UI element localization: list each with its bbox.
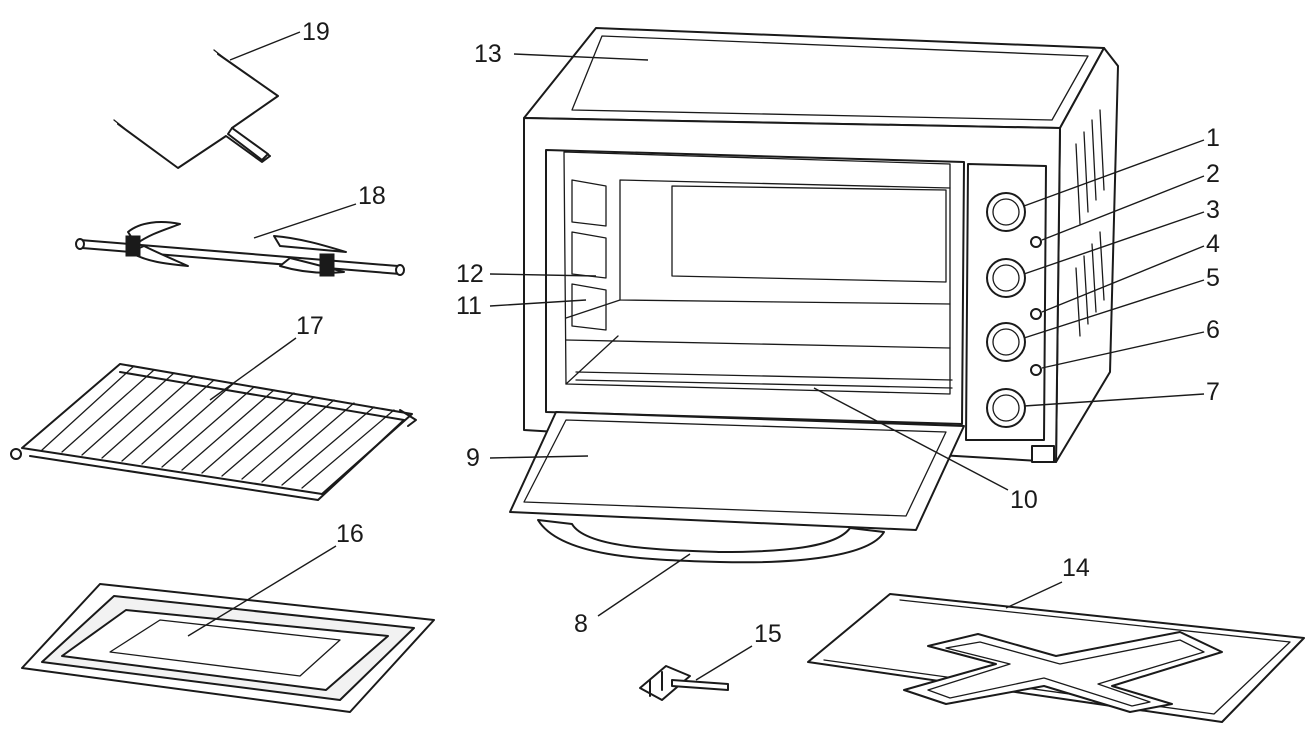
callout-11: 11 xyxy=(456,292,482,320)
leader-14 xyxy=(1005,581,1063,609)
callout-6: 6 xyxy=(1206,316,1220,344)
leader-19 xyxy=(229,31,301,61)
leader-4 xyxy=(1041,245,1205,313)
leader-12 xyxy=(489,273,597,277)
leader-9 xyxy=(489,455,589,459)
callout-16: 16 xyxy=(336,520,364,548)
baking-tray-drawing xyxy=(21,583,435,713)
rotisserie-handle-drawing xyxy=(113,49,279,169)
leader-18 xyxy=(253,203,357,239)
leader-lines xyxy=(187,31,1205,681)
leader-11 xyxy=(489,299,587,307)
leader-10 xyxy=(813,387,1009,491)
leader-3 xyxy=(1023,211,1205,275)
rotisserie-holder-drawing xyxy=(639,665,729,701)
callout-12: 12 xyxy=(456,260,484,288)
callout-14: 14 xyxy=(1062,554,1090,582)
leader-16 xyxy=(187,545,337,637)
callout-19: 19 xyxy=(302,18,330,46)
callout-9: 9 xyxy=(466,444,480,472)
callout-15: 15 xyxy=(754,620,782,648)
toaster-oven-drawing xyxy=(509,27,1119,564)
callout-4: 4 xyxy=(1206,230,1220,258)
wire-rack-drawing xyxy=(10,363,417,501)
leader-6 xyxy=(1041,331,1205,369)
rotisserie-spit-drawing xyxy=(75,221,405,277)
callout-10: 10 xyxy=(1010,486,1038,514)
crumb-tray-drawing xyxy=(807,593,1305,723)
leader-5 xyxy=(1023,279,1205,339)
callout-labels: 1 2 3 4 5 6 7 8 9 10 11 12 13 14 15 16 1… xyxy=(296,18,1220,648)
callout-7: 7 xyxy=(1206,378,1220,406)
leader-15 xyxy=(695,645,753,681)
leader-8 xyxy=(597,553,691,617)
callout-13: 13 xyxy=(474,40,502,68)
leader-1 xyxy=(1023,139,1205,207)
callout-18: 18 xyxy=(358,182,386,210)
leader-17 xyxy=(209,337,297,401)
callout-2: 2 xyxy=(1206,160,1220,188)
callout-17: 17 xyxy=(296,312,324,340)
callout-5: 5 xyxy=(1206,264,1220,292)
callout-3: 3 xyxy=(1206,196,1220,224)
leader-7 xyxy=(1023,393,1205,407)
callout-8: 8 xyxy=(574,610,588,638)
leader-13 xyxy=(513,53,649,61)
leader-2 xyxy=(1041,175,1205,241)
callout-1: 1 xyxy=(1206,124,1220,152)
